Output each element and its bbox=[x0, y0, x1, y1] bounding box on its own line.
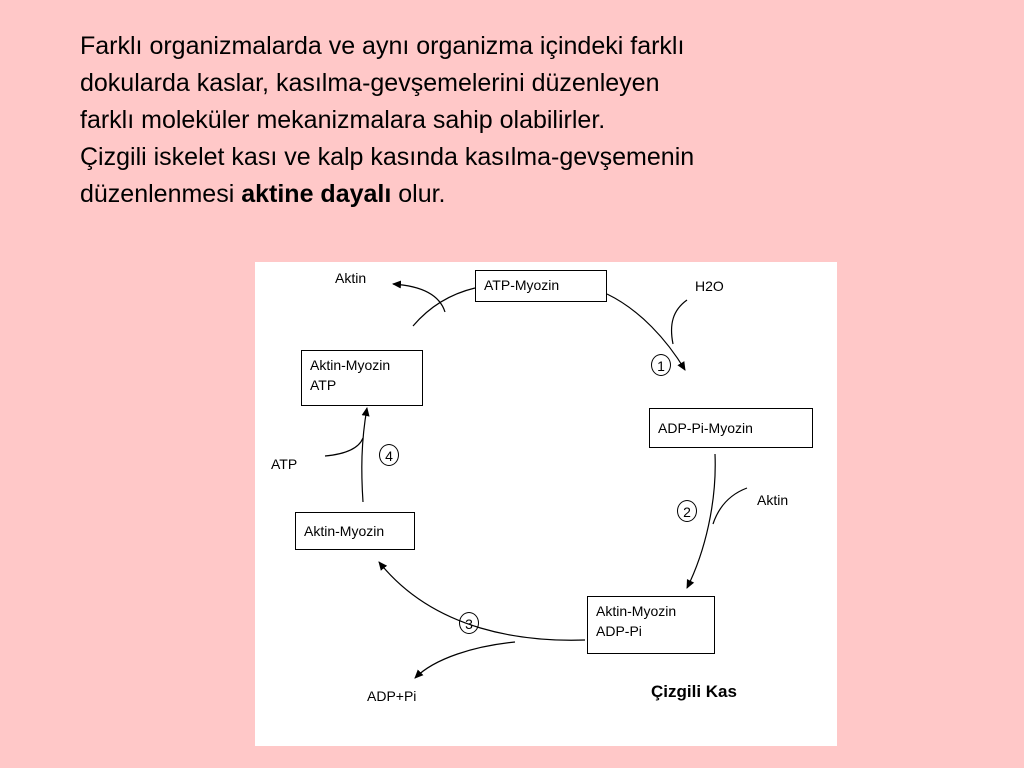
label-adp-pi: ADP+Pi bbox=[367, 688, 417, 704]
arc-bottom bbox=[378, 561, 586, 641]
box-aktin-myozin: Aktin-Myozin bbox=[295, 512, 415, 550]
step-3-marker: 3 bbox=[459, 612, 479, 634]
h2o-input bbox=[670, 299, 688, 345]
aktin-input bbox=[712, 487, 748, 525]
adp-pi-release-arrow bbox=[414, 641, 516, 679]
slide-body-text: Farklı organizmalarda ve aynı organizma … bbox=[80, 28, 980, 213]
label-h2o: H2O bbox=[695, 278, 724, 294]
cycle-arrows bbox=[324, 280, 748, 679]
arc-left bbox=[361, 407, 370, 503]
text-line-3: farklı moleküler mekanizmalara sahip ola… bbox=[80, 106, 606, 134]
box-aktin-myozin-atp: Aktin-Myozin ATP bbox=[301, 350, 423, 406]
text-line-5-prefix: düzenlenmesi bbox=[80, 180, 242, 208]
text-line-4: Çizgili iskelet kası ve kalp kasında kas… bbox=[80, 143, 695, 171]
step-1-marker: 1 bbox=[651, 354, 671, 376]
box-aktin-myozin-adp-pi-line-2: ADP-Pi bbox=[596, 623, 642, 639]
diagram-caption: Çizgili Kas bbox=[651, 682, 737, 701]
emphasis-aktine-dayali: aktine dayalı bbox=[241, 180, 392, 208]
box-aktin-myozin-atp-line-2: ATP bbox=[310, 377, 337, 393]
box-aktin-myozin-adp-pi: Aktin-Myozin ADP-Pi bbox=[587, 596, 715, 654]
step-4-marker: 4 bbox=[379, 444, 399, 466]
box-adp-pi-myozin-label: ADP-Pi-Myozin bbox=[658, 420, 753, 436]
label-aktin-top: Aktin bbox=[335, 270, 367, 286]
box-aktin-myozin-atp-line-1: Aktin-Myozin bbox=[310, 357, 391, 373]
atp-input bbox=[324, 437, 364, 457]
text-line-2: dokularda kaslar, kasılma-gevşemelerini … bbox=[80, 69, 660, 97]
text-line-1: Farklı organizmalarda ve aynı organizma … bbox=[80, 32, 685, 60]
aktin-release-arrow bbox=[392, 280, 446, 313]
arc-top-right bbox=[606, 293, 686, 371]
box-aktin-myozin-adp-pi-line-1: Aktin-Myozin bbox=[596, 603, 677, 619]
step-2-marker: 2 bbox=[677, 500, 697, 522]
contraction-cycle-diagram: ATP-Myozin ADP-Pi-Myozin Aktin-Myozin AD… bbox=[255, 262, 837, 746]
label-atp-left: ATP bbox=[271, 456, 298, 472]
label-aktin-right: Aktin bbox=[757, 492, 789, 508]
arc-right bbox=[686, 453, 716, 589]
text-line-5: düzenlenmesi aktine dayalı olur. bbox=[80, 176, 980, 213]
box-atp-myozin: ATP-Myozin bbox=[475, 270, 607, 302]
box-adp-pi-myozin: ADP-Pi-Myozin bbox=[649, 408, 813, 448]
text-line-5-suffix: olur. bbox=[391, 180, 446, 208]
box-aktin-myozin-label: Aktin-Myozin bbox=[304, 523, 385, 539]
arc-top-left bbox=[412, 287, 476, 327]
box-atp-myozin-label: ATP-Myozin bbox=[484, 277, 560, 293]
